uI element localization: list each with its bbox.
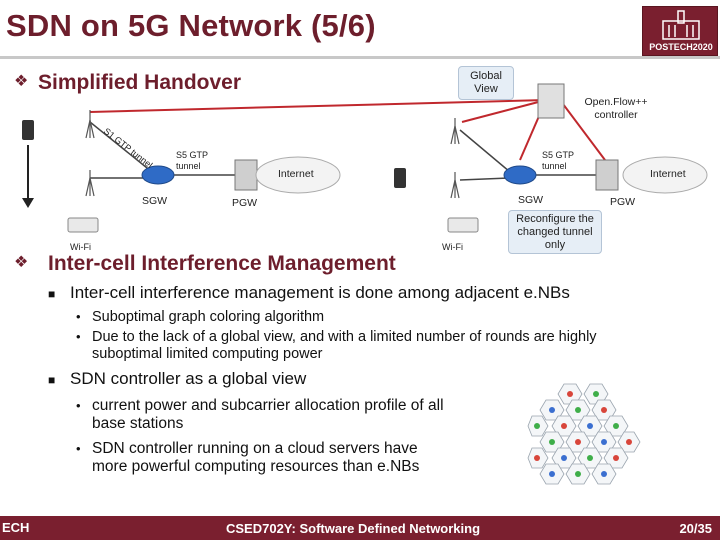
s5-left-line-2: tunnel [176,161,201,171]
item-global-view-line-2: suboptimal limited computing power [92,346,323,362]
global-view-line-1: Global [470,70,502,82]
openflow-line-2: controller [594,109,638,121]
openflow-controller-icon [537,83,565,119]
s5-right-line-1: S5 GTP [542,150,575,160]
page-number: 20/35 [679,521,712,536]
slide-title: SDN on 5G Network (5/6) [6,8,376,43]
dot-bullet-icon: • [76,441,81,456]
s1-link-right-bottom [459,177,511,181]
item-power-allocation-line-2: base stations [92,415,184,432]
controller-link-pgw [559,99,606,161]
openflow-line-1: Open.Flow++ [584,96,648,108]
bullet-diamond-icon: ❖ [14,254,29,271]
s1-link-right-top [459,129,511,173]
item-cloud-servers-line-1: SDN controller running on a cloud server… [92,440,418,457]
wifi-router-right-icon [447,217,479,233]
internet-left-label: Internet [278,168,314,180]
dot-bullet-icon: • [76,398,81,413]
reconfigure-line-1: Reconfigure the [516,213,594,225]
course-title: CSED702Y: Software Defined Networking [226,521,481,536]
reconfigure-line-3: only [544,239,566,251]
cell-tower-icon [450,172,460,199]
slide-footer: ECH CSED702Y: Software Defined Networkin… [0,516,720,540]
item-global-view-line-1: Due to the lack of a global view, and wi… [92,329,597,345]
item-cloud-servers-line-2: more powerful computing resources than e… [92,458,420,475]
wifi-router-left-icon [67,217,99,233]
reconfigure-line-2: changed tunnel [517,226,593,238]
global-view-line-2: View [474,83,498,95]
subbullet-sdn-controller: SDN controller as a global view [70,369,307,388]
internet-cloud-left-icon [255,156,341,194]
pgw-server-left-icon [234,159,258,191]
wifi-left-label: Wi-Fi [70,242,91,252]
pgw-server-right-icon [595,159,619,191]
sgw-right-label: SGW [518,194,544,206]
square-bullet-icon: ■ [48,287,56,301]
subbullet-intercell-management: Inter-cell interference management is do… [70,283,570,302]
dot-bullet-icon: • [76,329,81,344]
sgw-router-right-icon [503,165,537,185]
item-graph-coloring: Suboptimal graph coloring algorithm [92,309,325,325]
global-view-callout: Global View [458,66,514,100]
reconfigure-callout: Reconfigure the changed tunnel only [508,210,602,254]
bullet-diamond-icon: ❖ [14,73,29,90]
pgw-right-label: PGW [610,196,636,208]
logo-text: POSTECH2020 [649,42,713,52]
openflow-controller-label: Open.Flow++ controller [580,96,652,122]
bullet-intercell-interference: Inter-cell Interference Management [48,252,396,275]
sgw-left-label: SGW [142,195,168,207]
hexagonal-cell-grid-figure [527,383,641,485]
dot-bullet-icon: • [76,309,81,324]
header-divider [0,56,720,59]
square-bullet-icon: ■ [48,373,56,387]
s5-right-line-2: tunnel [542,161,567,171]
cell-color-markers [534,391,632,477]
internet-right-label: Internet [650,168,686,180]
s5-gtp-tunnel-right-label: S5 GTP tunnel [542,150,574,172]
bullet-simplified-handover: Simplified Handover [38,71,242,94]
s5-gtp-tunnel-left-label: S5 GTP tunnel [176,150,208,172]
postech-logo: POSTECH2020 [642,6,718,56]
university-emblem-icon [662,10,700,40]
wifi-right-label: Wi-Fi [442,242,463,252]
controller-link-enb [89,99,547,113]
cell-tower-icon [85,170,95,197]
mobile-phone-right-icon [394,168,406,188]
slide-header: SDN on 5G Network (5/6) POSTECH2020 [0,0,720,62]
cell-tower-icon [450,118,460,145]
internet-cloud-right-icon [622,156,708,194]
s1-link-left-top [89,121,153,173]
cell-tower-icon [85,110,95,139]
handover-arrowhead [22,198,34,208]
sgw-router-left-icon [141,165,175,185]
footer-left-text: ECH [2,520,30,535]
pgw-left-label: PGW [232,197,258,209]
controller-link-enb-right [461,99,547,123]
network-topology-diagram [22,83,708,233]
s5-left-line-1: S5 GTP [176,150,209,160]
handover-diagram: Global View Open.Flow++ controller S1 GT… [0,60,720,260]
item-power-allocation-line-1: current power and subcarrier allocation … [92,397,444,414]
mobile-phone-left-icon [22,120,34,140]
